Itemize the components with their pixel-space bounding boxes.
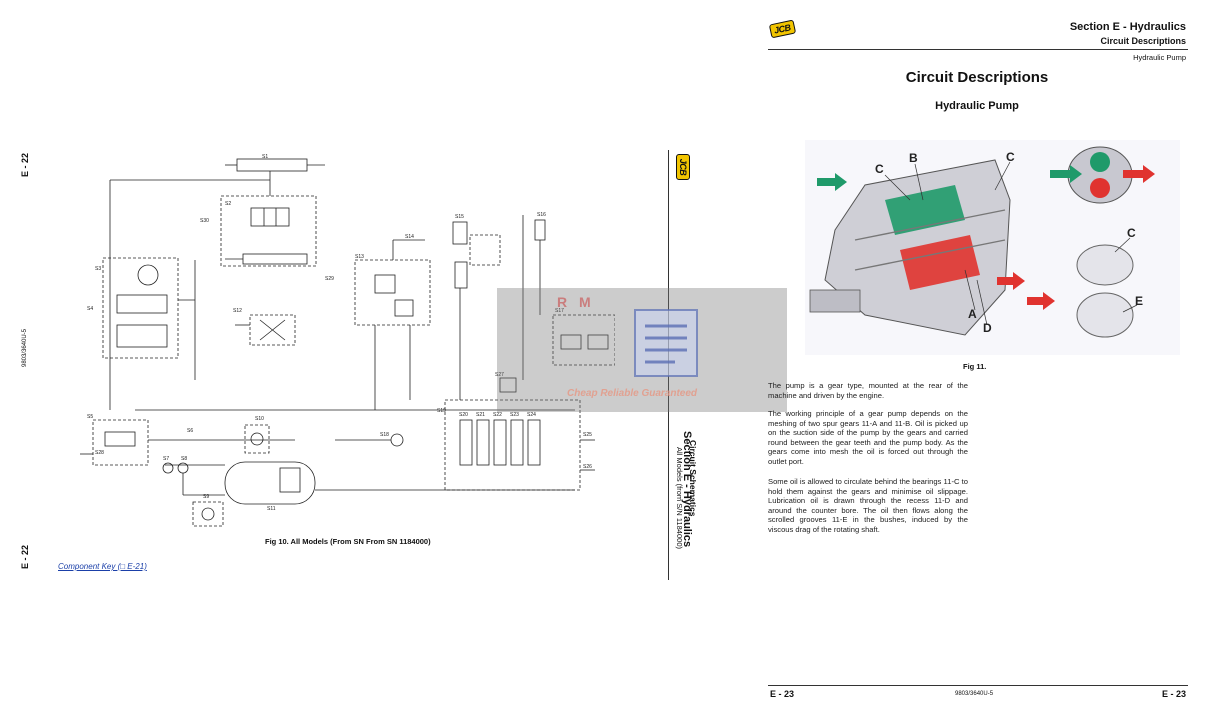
schematic-label: S30 xyxy=(200,218,209,224)
schematic-label: S29 xyxy=(325,276,334,282)
spine-section-subtitle: Circuit Schematics xyxy=(688,440,698,517)
spine-logo: JCB xyxy=(670,154,696,180)
schematic-label: S18 xyxy=(380,432,389,438)
callout-c: C xyxy=(875,162,884,176)
footer-page-left: E - 23 xyxy=(770,689,795,699)
fig11-caption: Fig 11. xyxy=(963,362,987,371)
watermark-tagline: Cheap Reliable Guaranteed xyxy=(567,388,698,399)
flow-out-arrow-icon xyxy=(1123,165,1155,183)
schematic-label: S26 xyxy=(583,464,592,470)
footer-code: 9803/3640U-5 xyxy=(955,691,994,697)
header-section: Section E - Hydraulics xyxy=(1069,21,1186,33)
component-key-link-text[interactable]: Component Key (□ E-21) xyxy=(58,562,147,571)
schematic-label: S24 xyxy=(527,412,536,418)
watermark-letters: R M xyxy=(557,294,595,310)
schematic-label: S23 xyxy=(510,412,519,418)
footer-rule xyxy=(768,685,1188,686)
schematic-label: S11 xyxy=(267,506,276,512)
schematic-label: S3 xyxy=(95,266,101,272)
spine-section-models: All Models (from S/N 1184000) xyxy=(675,447,684,549)
callout-a: A xyxy=(968,307,977,321)
schematic-label: S20 xyxy=(459,412,468,418)
schematic-label: S17 xyxy=(555,308,564,314)
schematic-label: S7 xyxy=(163,456,169,462)
callout-c: C xyxy=(1127,226,1136,240)
schematic-label: S28 xyxy=(95,450,104,456)
header-sub: Circuit Descriptions xyxy=(1100,36,1186,46)
schematic-label: S2 xyxy=(225,201,231,207)
callout-b: B xyxy=(909,151,918,165)
schematic-label: S9 xyxy=(203,494,209,500)
schematic-label: S16 xyxy=(537,212,546,218)
component-key-link[interactable]: Component Key (□ E-21) xyxy=(58,556,147,574)
flow-in-arrow-icon xyxy=(1050,165,1082,183)
schematic-label: S8 xyxy=(181,456,187,462)
callout-d: D xyxy=(983,321,992,335)
schematic-label: S22 xyxy=(493,412,502,418)
page-subtitle: Hydraulic Pump xyxy=(935,100,1019,112)
schematic-label: S4 xyxy=(87,306,93,312)
hydraulic-schematic: S1 S2 S3 S4 S5 S6 S7 S8 S9 S10 S11 S12 S… xyxy=(80,154,615,527)
schematic-label: S25 xyxy=(583,432,592,438)
paragraph: The pump is a gear type, mounted at the … xyxy=(768,381,968,400)
jcb-logo: JCB xyxy=(676,154,690,180)
jcb-logo: JCB xyxy=(768,19,796,39)
fig10-caption: Fig 10. All Models (From SN From SN 1184… xyxy=(265,537,431,546)
footer-page-right: E - 23 xyxy=(1161,689,1186,699)
schematic-label: S12 xyxy=(233,308,242,314)
watermark-stamp: R M Cheap Reliable Guaranteed xyxy=(497,288,787,412)
left-page-number-top: E - 22 xyxy=(20,153,30,178)
schematic-label: S10 xyxy=(255,416,264,422)
page-title: Circuit Descriptions xyxy=(905,69,1049,86)
watermark-document-icon xyxy=(634,309,698,377)
paragraph: Some oil is allowed to circulate behind … xyxy=(768,477,968,534)
inlet-arrow-icon xyxy=(817,173,847,191)
schematic-label: S1 xyxy=(262,154,268,160)
pump-illustration: C B C A D C E xyxy=(805,140,1180,355)
left-page-number-bottom: E - 22 xyxy=(20,545,30,570)
schematic-label: S6 xyxy=(187,428,193,434)
outlet-arrow-icon xyxy=(1027,292,1055,310)
header-rule xyxy=(768,49,1188,50)
paragraph: The working principle of a gear pump dep… xyxy=(768,409,968,466)
header-topic: Hydraulic Pump xyxy=(1133,53,1186,62)
schematic-label: S19 xyxy=(437,408,446,414)
schematic-label: S15 xyxy=(455,214,464,220)
callout-c: C xyxy=(1006,150,1015,164)
left-doc-code: 9803/3640U-5 xyxy=(22,328,28,368)
schematic-label: S21 xyxy=(476,412,485,418)
outlet-arrow-icon xyxy=(997,272,1025,290)
callout-e: E xyxy=(1135,294,1143,308)
schematic-label: S27 xyxy=(495,372,504,378)
schematic-label: S5 xyxy=(87,414,93,420)
schematic-label: S14 xyxy=(405,234,414,240)
schematic-label: S13 xyxy=(355,254,364,260)
